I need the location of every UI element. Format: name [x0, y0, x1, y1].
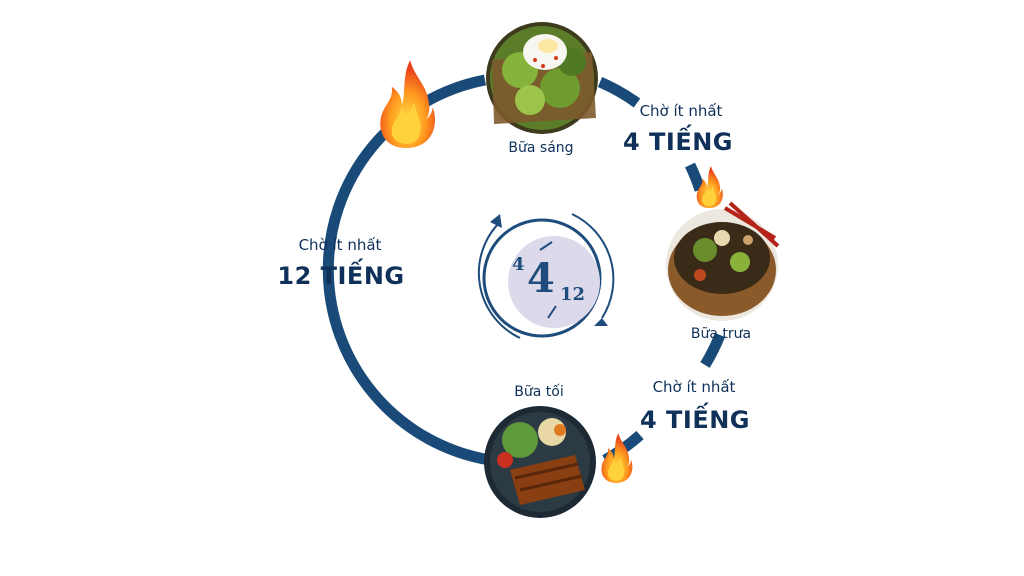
- wait-label-line2: 4 TIẾNG: [639, 406, 751, 434]
- dinner-photo: [484, 406, 596, 518]
- wait-label-line1: Chờ ít nhất: [652, 378, 736, 396]
- ring-arc-top-right: [597, 76, 641, 108]
- ring-arc-right-lower: [700, 332, 726, 368]
- wait-label-line1: Chờ ít nhất: [298, 236, 382, 254]
- flame-icon: [380, 60, 436, 148]
- center-logo: 4 4 12: [477, 213, 615, 339]
- flame-icon: [696, 165, 723, 209]
- meal-label-breakfast: Bữa sáng: [508, 140, 574, 156]
- wait-label-line2: 4 TIẾNG: [622, 128, 734, 156]
- meal-label-lunch: Bữa trưa: [690, 326, 752, 342]
- lunch-photo: [666, 201, 780, 321]
- ring-arc-right-upper: [685, 162, 706, 192]
- logo-small-right: 12: [560, 284, 585, 305]
- breakfast-photo: [486, 22, 598, 134]
- wait-label-line1: Chờ ít nhất: [639, 102, 723, 120]
- wait-label-line2: 12 TIẾNG: [277, 262, 405, 290]
- logo-big-number: 4: [527, 255, 555, 302]
- meal-label-dinner: Bữa tối: [514, 384, 564, 400]
- logo-small-left: 4: [512, 254, 525, 275]
